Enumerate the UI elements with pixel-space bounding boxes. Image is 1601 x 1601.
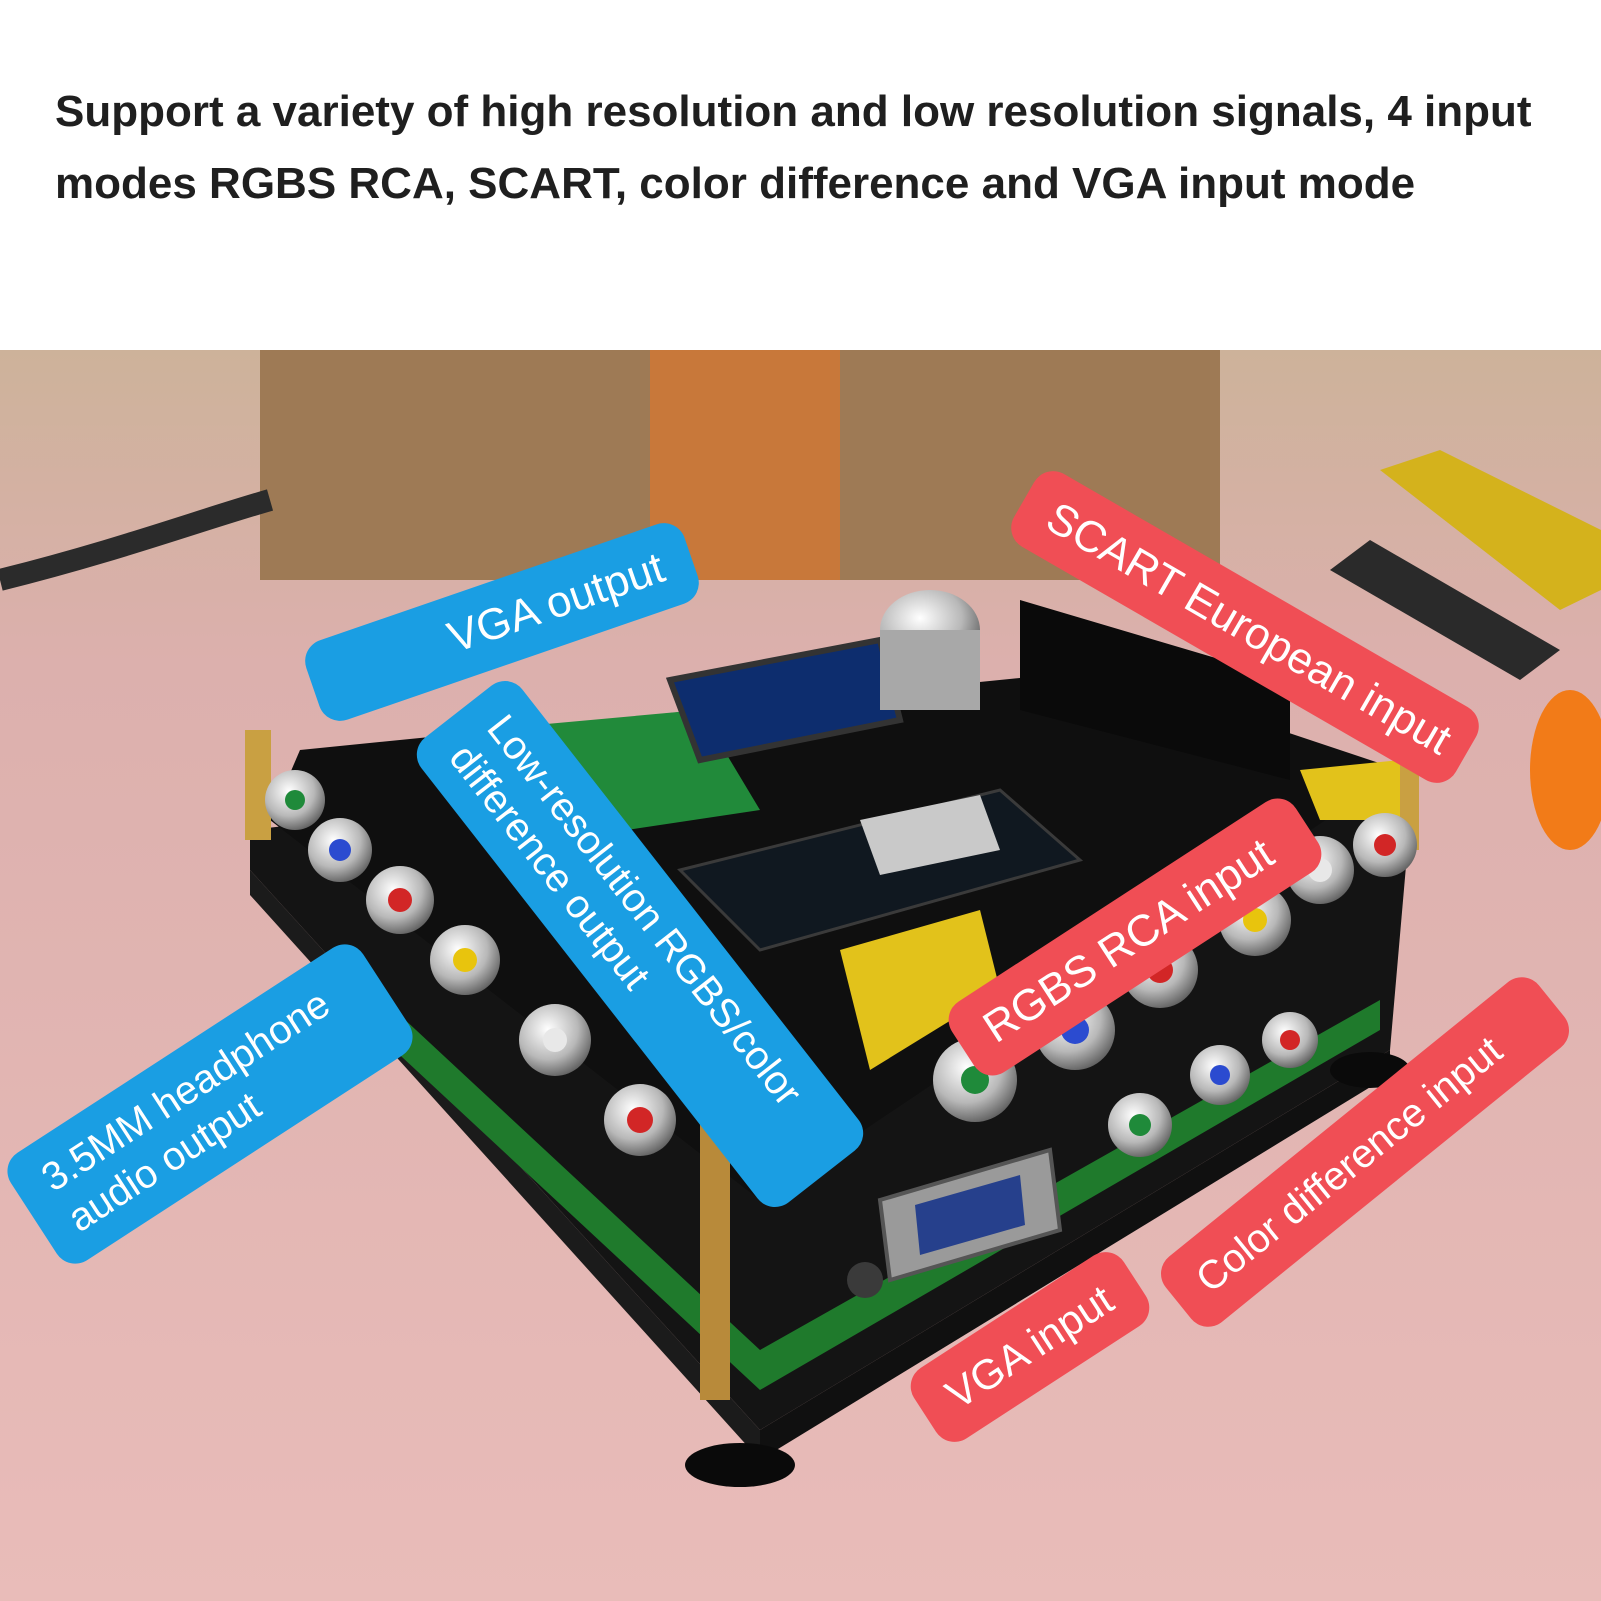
scart-connector [1020,600,1290,780]
pliers [1380,450,1601,610]
oled-screen [665,636,904,764]
audio-jack [847,1262,883,1298]
rubber-foot [685,1443,795,1487]
lower-pcb [330,950,1380,1390]
headline: Support a variety of high resolution and… [55,87,1532,208]
rca-output-row [265,770,676,1156]
yellow-clip [840,910,1000,1070]
orange-object [1530,690,1601,850]
standoff [245,730,271,840]
header: Support a variety of high resolution and… [0,0,1601,350]
cable [0,489,274,591]
product-photo: VGA output Low-resolution RGBS/color dif… [0,350,1601,1601]
